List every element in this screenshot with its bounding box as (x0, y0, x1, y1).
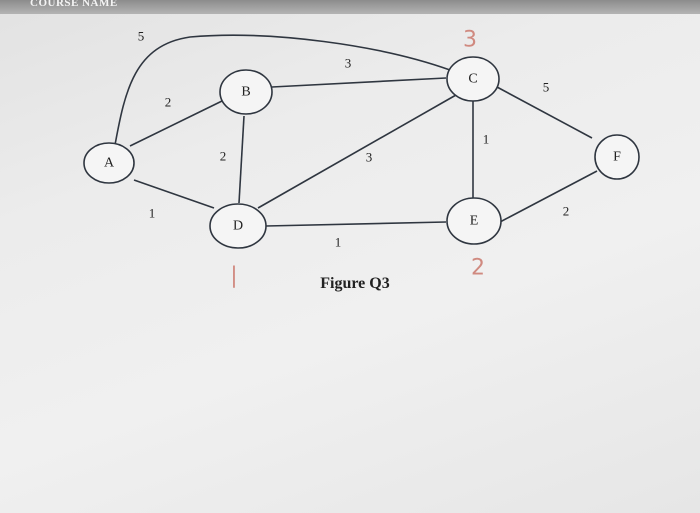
edge-e-f (499, 170, 598, 223)
node-a: A (83, 142, 135, 184)
edge-b-c (271, 77, 447, 88)
edge-a-b (129, 100, 223, 147)
node-c-label: C (468, 72, 477, 87)
figure-caption: Figure Q3 (320, 275, 389, 292)
handwritten-e-mark: 2 (471, 256, 485, 281)
weight-b-c: 3 (345, 56, 352, 71)
edge-b-d (238, 115, 245, 204)
handwritten-c-mark: 3 (463, 28, 477, 53)
weight-d-e: 1 (335, 235, 342, 250)
node-a-label: A (104, 156, 115, 171)
weight-d-c: 3 (366, 150, 373, 165)
weight-c-f: 5 (543, 80, 550, 95)
node-d-label: D (233, 219, 243, 234)
weight-c-e: 1 (483, 132, 490, 147)
node-d: D (209, 203, 267, 249)
node-f-label: F (613, 150, 621, 165)
handwritten-d-mark: | (230, 264, 237, 289)
weight-a-d: 1 (149, 206, 156, 221)
edge-d-e (265, 221, 447, 227)
node-e: E (446, 197, 502, 245)
node-e-label: E (470, 214, 479, 229)
node-f: F (594, 134, 640, 180)
edge-d-c (257, 94, 457, 209)
course-name-header: COURSE NAME (30, 0, 118, 9)
weight-a-c: 5 (138, 29, 145, 44)
node-c: C (446, 56, 500, 102)
weight-e-f: 2 (563, 204, 570, 219)
weight-b-d: 2 (220, 149, 227, 164)
node-b: B (219, 69, 273, 115)
node-b-label: B (241, 85, 250, 100)
weight-a-b: 2 (165, 95, 172, 110)
edge-a-c (114, 34, 451, 146)
edge-c-f (496, 86, 593, 139)
edge-a-d (133, 179, 215, 209)
page-header-strip: COURSE NAME (0, 0, 700, 14)
